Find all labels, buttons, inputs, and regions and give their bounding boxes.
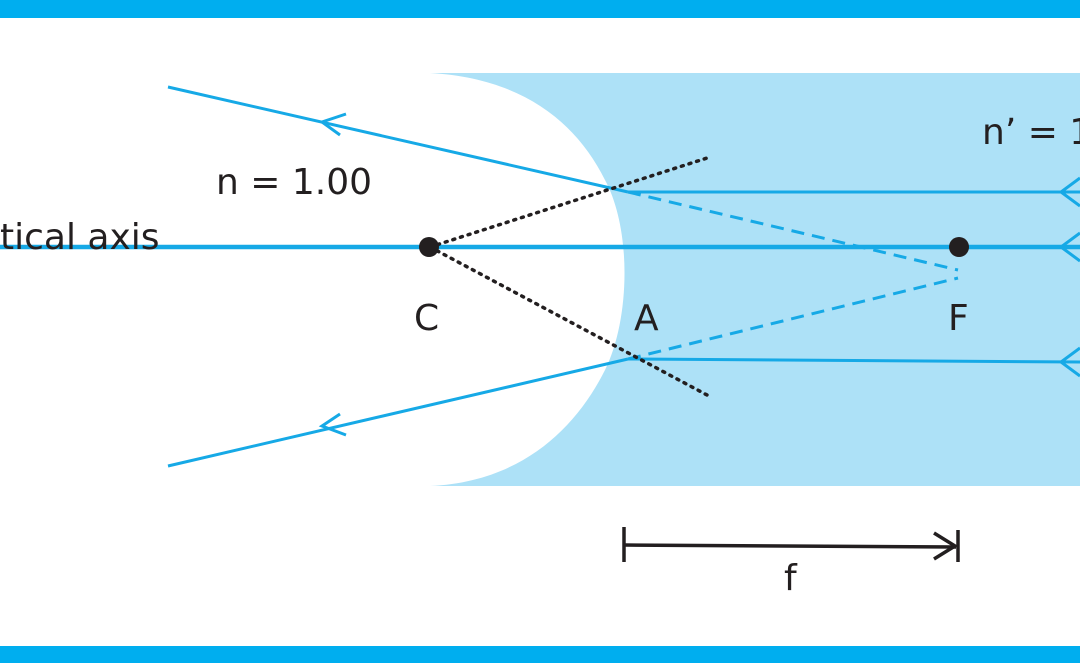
refracting-medium [430,73,1080,486]
n-outside-label: n = 1.00 [216,162,372,203]
axis-arrowhead [1058,231,1080,263]
upper-incident-ray [167,85,629,194]
top-border-bar [0,0,1080,18]
focal-point [949,237,969,257]
upper-dashed-extension [627,190,959,272]
focal-length-arrowhead [933,531,959,561]
lower-incident-ray [167,357,629,468]
focus-label: F [948,298,969,339]
upper-parallel-arrowhead [1058,176,1080,208]
upper-ray-arrowhead [318,112,347,137]
bottom-border-bar [0,646,1080,663]
n-inside-label: n’ = 1 [982,112,1080,153]
upper-normal-line [428,156,709,249]
focal-length-bar [623,543,957,549]
center-of-curvature-point [419,237,439,257]
center-label: C [414,298,439,339]
optical-axis-label: tical axis [0,217,160,258]
lower-parallel-ray [627,357,1080,364]
lower-dashed-extension [627,276,959,361]
vertex-label: A [634,298,659,339]
focal-length-label: f [784,558,798,599]
lower-parallel-arrowhead [1058,346,1080,378]
lower-ray-arrowhead [318,412,347,437]
